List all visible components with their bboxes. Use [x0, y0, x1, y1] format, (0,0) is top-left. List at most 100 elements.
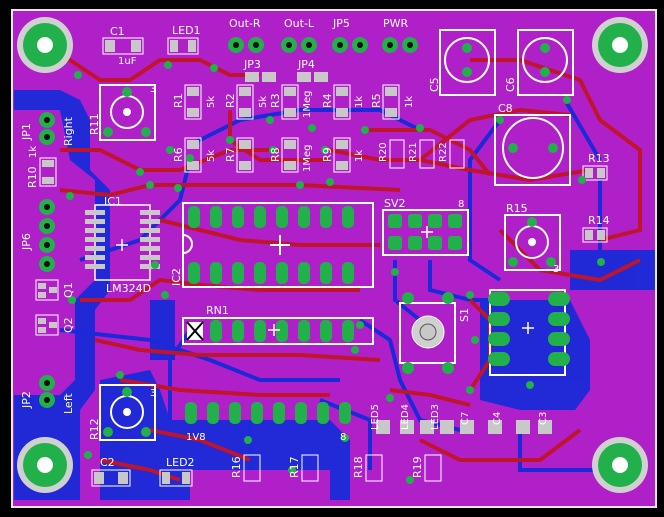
resistor-r10[interactable] — [39, 157, 57, 187]
label-r16: R16 — [230, 456, 243, 478]
label-c6: C6 — [504, 77, 517, 92]
label-r6: R6 — [172, 147, 185, 162]
switch-s1[interactable] — [399, 292, 456, 374]
capacitor-c1[interactable] — [102, 37, 144, 55]
header-jp5[interactable] — [332, 37, 368, 53]
ic1-lm324d[interactable] — [85, 204, 160, 281]
label-ic1: IC1 — [104, 195, 122, 208]
ic2-dip-socket[interactable] — [182, 202, 374, 288]
label-c1: C1 — [110, 25, 125, 38]
label-r18: R18 — [352, 456, 365, 478]
label-jp5: JP5 — [332, 17, 350, 30]
label-r7: R7 — [224, 147, 237, 162]
label-jp6: JP6 — [20, 233, 33, 251]
potentiometer-r12[interactable] — [99, 384, 156, 441]
resistor-r13-r14[interactable] — [582, 165, 608, 243]
label-rn1: RN1 — [206, 304, 229, 317]
label-r12: R12 — [88, 418, 101, 440]
label-q2: Q2 — [62, 317, 75, 333]
connector-right-pads[interactable] — [488, 289, 570, 376]
led-led1[interactable] — [167, 37, 199, 55]
label-r11-pin: 3 — [150, 84, 156, 95]
header-jp6[interactable] — [39, 199, 55, 272]
capacitor-c6[interactable] — [517, 29, 574, 96]
label-jp2: JP2 — [20, 391, 33, 409]
label-r1-value: 5k — [206, 96, 217, 108]
mounting-hole-top-right — [592, 17, 648, 73]
silkscreen-labels: C1 1uF LED1 Out-R Out-L JP5 PWR JP3 JP4 … — [20, 17, 610, 478]
label-sv2-pin: 8 — [458, 199, 464, 210]
resistor-row-middle[interactable] — [184, 137, 465, 173]
label-c3: C3 — [538, 412, 549, 425]
label-r21: R21 — [408, 142, 419, 162]
label-r22: R22 — [438, 142, 449, 162]
label-c7: C7 — [460, 412, 471, 425]
label-r13: R13 — [588, 152, 610, 165]
label-r2-value: 5k — [258, 96, 269, 108]
resistor-row-top[interactable] — [184, 84, 400, 120]
label-r19: R19 — [411, 456, 424, 478]
resistor-network-rn1[interactable] — [182, 317, 374, 345]
label-c2: C2 — [100, 456, 115, 469]
header-jp2[interactable] — [39, 375, 55, 408]
label-led3: LED3 — [430, 404, 441, 430]
potentiometer-r15[interactable] — [504, 214, 561, 271]
transistor-q1[interactable] — [35, 279, 59, 301]
mounting-holes — [17, 17, 648, 493]
component-origin-marks — [116, 226, 534, 336]
label-r10-value: 1k — [28, 146, 39, 158]
label-r8-value: 1Meg — [302, 145, 313, 173]
transistor-q2[interactable] — [35, 314, 59, 336]
mounting-hole-bottom-right — [592, 437, 648, 493]
bottom-smd-parts[interactable] — [91, 420, 552, 487]
label-r15-pin: 3 — [553, 264, 559, 275]
capacitor-c8[interactable] — [494, 114, 571, 186]
label-r5-value: 1k — [404, 96, 415, 108]
label-sv2: SV2 — [384, 197, 406, 210]
label-r2: R2 — [224, 93, 237, 108]
header-jp1[interactable] — [39, 112, 55, 145]
label-ic1-value: LM324D — [106, 282, 151, 295]
label-r3-value: 1Meg — [302, 91, 313, 119]
label-out-r: Out-R — [229, 17, 261, 30]
label-led4: LED4 — [400, 404, 411, 430]
label-q1: Q1 — [62, 282, 75, 298]
label-r3: R3 — [269, 93, 282, 108]
connector-sv2[interactable] — [382, 209, 469, 256]
mounting-hole-bottom-left — [17, 437, 73, 493]
capacitor-c5[interactable] — [439, 29, 496, 96]
label-c4: C4 — [492, 412, 503, 425]
label-r4: R4 — [321, 93, 334, 108]
label-r15: R15 — [506, 202, 528, 215]
label-r1: R1 — [172, 93, 185, 108]
label-c5: C5 — [428, 77, 441, 92]
label-jp1: JP1 — [20, 123, 33, 141]
vias — [66, 61, 605, 484]
label-led5: LED5 — [370, 404, 381, 430]
label-ic2: IC2 — [170, 268, 183, 286]
label-r11: R11 — [88, 113, 101, 135]
label-r9: R9 — [321, 147, 334, 162]
jumper-jp3-jp4[interactable] — [245, 72, 328, 82]
header-out-r[interactable] — [228, 37, 264, 53]
label-r6-value: 5k — [206, 150, 217, 162]
label-r14: R14 — [588, 214, 610, 227]
label-r10: R10 — [26, 166, 39, 188]
label-r4-value: 1k — [354, 96, 365, 108]
label-pin1: 1V8 — [186, 432, 206, 443]
label-left: Left — [62, 393, 75, 414]
header-out-l[interactable] — [281, 37, 317, 53]
label-r20: R20 — [378, 142, 389, 162]
label-pin8: 8 — [340, 432, 346, 443]
potentiometer-r11[interactable] — [99, 84, 156, 141]
label-r8: R8 — [269, 147, 282, 162]
header-bottom-row[interactable] — [185, 402, 351, 424]
label-c1-value: 1uF — [118, 56, 137, 67]
mounting-hole-top-left — [17, 17, 73, 73]
label-r12-pin: 3 — [150, 388, 156, 399]
label-out-l: Out-L — [284, 17, 315, 30]
label-jp3: JP3 — [243, 58, 261, 71]
header-pwr[interactable] — [382, 37, 418, 53]
